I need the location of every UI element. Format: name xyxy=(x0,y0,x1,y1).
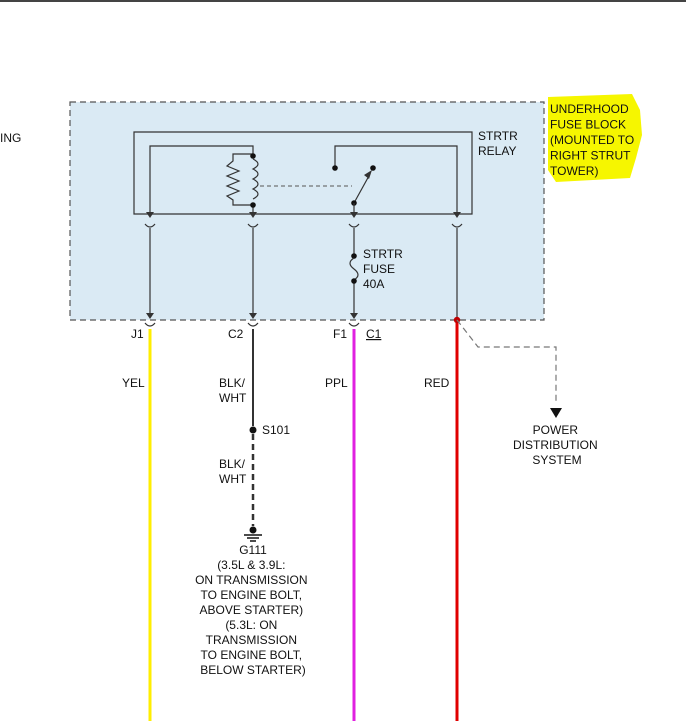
fuse-element xyxy=(349,257,359,281)
connector-cups xyxy=(144,322,360,327)
fuse-block-title: UNDERHOOD FUSE BLOCK (MOUNTED TO RIGHT S… xyxy=(550,102,638,178)
yel-wire-label: YEL xyxy=(122,376,145,390)
connector-f1-label: F1 xyxy=(333,327,347,341)
power-distribution-label: POWER DISTRIBUTION SYSTEM xyxy=(513,423,601,467)
relay-label: STRTR RELAY xyxy=(478,129,521,158)
ground-notes: (3.5L & 3.9L: ON TRANSMISSION TO ENGINE … xyxy=(195,558,311,677)
relay-contact-nc-dot xyxy=(332,165,338,171)
connector-j1-label: J1 xyxy=(131,327,144,341)
relay-switch-arrow xyxy=(364,170,372,179)
partial-left-label: ING xyxy=(0,131,21,145)
coil-terminal-top-dot xyxy=(250,153,256,159)
connector-arrows xyxy=(146,313,358,319)
fuse-label: STRTR FUSE 40A xyxy=(363,247,406,291)
relay-outline xyxy=(133,131,473,215)
relay-switch-arm xyxy=(353,173,371,204)
red-wire-label: RED xyxy=(424,376,450,390)
fuse-block-internal-circuits xyxy=(149,228,458,319)
fuse-bottom-dot xyxy=(351,278,357,284)
contact-feed-wire xyxy=(334,145,458,214)
ground-id-label: G111 xyxy=(239,543,267,557)
relay-socket-cups xyxy=(144,223,463,228)
highlight-fuse-block-label xyxy=(548,94,642,182)
underhood-fuse-block-box xyxy=(69,101,545,321)
splice-s101-label: S101 xyxy=(262,423,290,437)
fuse-top-dot xyxy=(351,253,357,259)
power-distribution-route xyxy=(456,319,557,404)
connector-c1-label: C1 xyxy=(366,327,382,341)
power-distribution-arrow xyxy=(550,408,562,418)
blk-wht-lower-label: BLK/ WHT xyxy=(219,457,248,486)
relay-terminal-arrows xyxy=(146,212,461,218)
ground-symbol xyxy=(244,526,262,542)
ppl-wire-label: PPL xyxy=(325,376,348,390)
splice-s101-dot xyxy=(249,426,257,434)
coil-terminal-bottom-dot xyxy=(250,202,256,208)
relay-contact-no-dot xyxy=(370,165,376,171)
blk-wht-upper-label: BLK/ WHT xyxy=(219,376,248,405)
connector-c2-label: C2 xyxy=(228,327,244,341)
coil-feed-wire xyxy=(149,145,254,214)
